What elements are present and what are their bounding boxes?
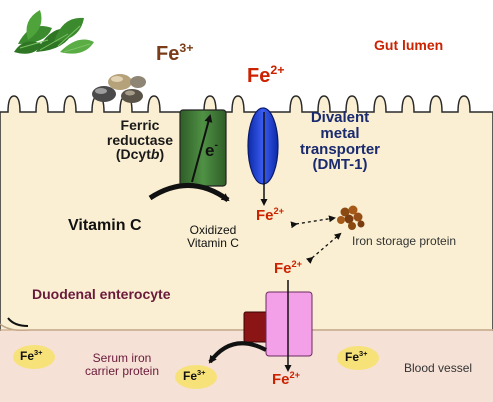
gut-lumen-label: Gut lumen <box>374 37 444 53</box>
blood-vessel-label: Blood vessel <box>404 361 473 375</box>
enterocyte-corner <box>7 317 29 327</box>
basolateral-exporter-pink <box>265 291 313 357</box>
fe2-cell-mid-label: Fe2+ <box>274 258 303 277</box>
iron-storage-cluster <box>337 205 365 230</box>
serum-iron-carrier-label: Serum iron carrier protein <box>84 351 160 378</box>
fe3-blood-left-ellipse <box>13 345 55 369</box>
dmt1-label: Divalent metal transporter (DMT-1) <box>299 109 381 174</box>
oxidation-curved-arrow <box>208 341 267 364</box>
dmt1-protein <box>247 107 279 185</box>
duodenal-enterocyte-label: Duodenal enterocyte <box>32 286 171 302</box>
iron-storage-protein-label: Iron storage protein <box>352 234 457 248</box>
fe3-blood-center-label: Fe3+ <box>183 367 206 383</box>
fe3-blood-right-ellipse <box>337 346 379 370</box>
oxidized-vitamin-c-label: Oxidized Vitamin C <box>187 223 239 250</box>
iron-pills-image <box>92 74 146 103</box>
spinach-leaves-image <box>14 10 94 54</box>
fe3-blood-left-label: Fe3+ <box>20 347 43 363</box>
enterocyte-cell <box>0 95 493 402</box>
ferric-reductase-label: Ferric reductase (Dcytb) <box>106 117 174 163</box>
fe2-lumen-label: Fe2+ <box>247 63 285 87</box>
basolateral-exporter-dark <box>243 311 269 343</box>
fe3-blood-right-label: Fe3+ <box>345 348 368 364</box>
storage-exchange-arrow-top <box>290 215 336 229</box>
electron-label: e- <box>205 139 218 160</box>
ferric-reductase-protein <box>179 109 227 187</box>
fe2-blood-label: Fe2+ <box>272 369 301 388</box>
fe3-blood-center-ellipse <box>175 365 217 389</box>
vitamin-c-label: Vitamin C <box>68 217 142 234</box>
fe2-cell-top-label: Fe2+ <box>256 205 285 224</box>
fe3-lumen-label: Fe3+ <box>156 41 194 65</box>
vitamin-c-arrow <box>148 183 230 203</box>
electron-arrow <box>191 114 213 183</box>
storage-exchange-arrow-bottom <box>305 232 342 264</box>
